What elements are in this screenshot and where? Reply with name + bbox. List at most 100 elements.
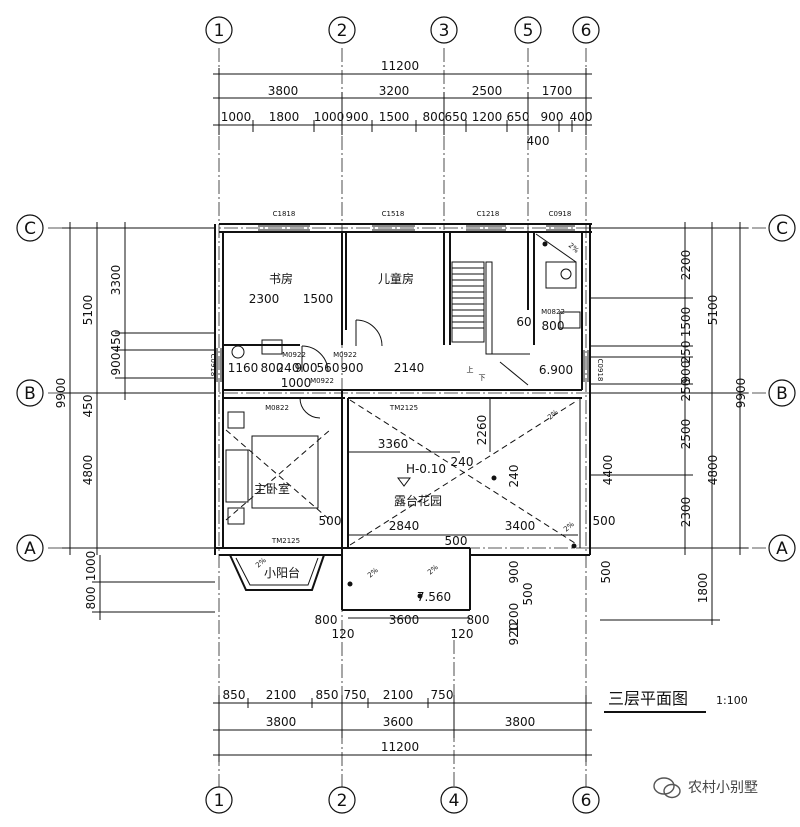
idim-120b: 120 [451, 627, 474, 641]
drain-points [347, 241, 577, 599]
idim-2300: 2300 [249, 292, 280, 306]
walls [214, 223, 592, 611]
dim-left-bottom-2: 800 [84, 587, 98, 610]
dim-right-inner-1: 2200 [679, 250, 693, 281]
dim-top-mid-1: 3800 [268, 84, 299, 98]
axis-bubbles-left [16, 214, 44, 562]
axis-top-6: 6 [581, 21, 592, 41]
dim-top-detail-1: 1000 [221, 110, 252, 124]
idim-row-3: 240 [277, 361, 300, 375]
idim-120a: 120 [332, 627, 355, 641]
axis-bottom-6: 6 [581, 791, 592, 811]
idim-800b: 800 [467, 613, 490, 627]
tag-door-4: M0822 [265, 404, 289, 412]
idim-500a: 500 [319, 514, 342, 528]
small-balcony-outline [229, 554, 325, 591]
axis-bottom-1: 1 [214, 791, 225, 811]
dim-right-inner-6: 2500 [679, 419, 693, 450]
axis-bubbles-bottom [205, 786, 600, 814]
idim-row-1: 1160 [228, 361, 259, 375]
slope-6: 2% [562, 520, 576, 533]
dim-bottom-detail-2: 2100 [266, 688, 297, 702]
dim-right-outer-1: 5100 [706, 295, 720, 326]
tag-window-4: C0918 [549, 210, 572, 218]
tag-window-3: C1218 [477, 210, 500, 218]
idim-500v: 500 [521, 583, 535, 606]
slope-4: 2% [366, 566, 380, 579]
dim-left-outer-1: 5100 [81, 295, 95, 326]
dim-right-total: 9900 [734, 378, 748, 409]
bathroom-fixtures [231, 233, 581, 359]
slope-5: 2% [426, 563, 440, 576]
idim-900: 900 [507, 561, 521, 584]
small-balcony-inner [235, 557, 319, 586]
tag-window-2: C1518 [382, 210, 405, 218]
dim-top-mid-3: 2500 [472, 84, 503, 98]
dim-right-inner-4: 900 [679, 361, 693, 384]
dim-top-detail-4: 900 [346, 110, 369, 124]
tag-door-6: TM2125 [389, 404, 418, 412]
level-garden: H-0.10 [406, 462, 446, 476]
dim-top-detail-6: 800 [423, 110, 446, 124]
room-garden: 露台花园 [394, 493, 442, 508]
left-dimension-lines [62, 222, 215, 620]
dim-right-inner-7: 2300 [679, 497, 693, 528]
dim-right-inner-2: 1500 [679, 307, 693, 338]
dim-bottom-detail-6: 750 [431, 688, 454, 702]
idim-3400: 3400 [505, 519, 536, 533]
idim-row-4: 900 [295, 361, 318, 375]
idim-920: 920 [507, 623, 521, 646]
tag-door-2: M0922 [333, 351, 357, 359]
dim-left-total: 9900 [54, 378, 68, 409]
dim-top-mid-2: 3200 [379, 84, 410, 98]
level-balcony: 7.560 [417, 590, 451, 604]
drawing-title: 三层平面图 [608, 689, 688, 708]
idim-500b: 500 [445, 534, 468, 548]
axis-top-5: 5 [523, 21, 534, 41]
top-dimension-lines [213, 68, 592, 135]
dim-top-detail-3: 1000 [314, 110, 345, 124]
tag-door-3: M0922 [310, 377, 334, 385]
dim-left-bottom-1: 1000 [84, 551, 98, 582]
dim-top-total: 11200 [381, 59, 419, 73]
dim-right-inner-3: 250 [679, 341, 693, 364]
garden-dashes [349, 399, 579, 546]
wechat-icon [653, 777, 681, 799]
dim-right-outer-2: 4800 [706, 455, 720, 486]
dim-top-mid-4: 1700 [542, 84, 573, 98]
idim-1000: 1000 [281, 376, 312, 390]
idim-2840: 2840 [389, 519, 420, 533]
axis-bottom-2: 2 [337, 791, 348, 811]
axis-bottom-4: 4 [449, 791, 460, 811]
dim-bottom-total: 11200 [381, 740, 419, 754]
axis-left-a: A [24, 539, 36, 559]
tag-window-6: C0918 [596, 359, 604, 382]
dim-right-inner-5: 250 [679, 379, 693, 402]
dim-top-detail-8: 1200 [472, 110, 503, 124]
tag-door-7: TM2125 [271, 537, 300, 545]
idim-240a: 240 [451, 455, 474, 469]
bedroom-furniture [225, 411, 331, 525]
room-master-bedroom: 主卧室 [254, 481, 290, 496]
staircase [451, 261, 530, 386]
idim-2140: 2140 [394, 361, 425, 375]
dim-bottom-detail-5: 2100 [383, 688, 414, 702]
watermark-text: 农村小别墅 [688, 780, 758, 796]
dim-bottom-detail-4: 750 [344, 688, 367, 702]
dim-top-detail-11: 400 [570, 110, 593, 124]
idim-500d: 500 [599, 561, 613, 584]
axis-right-b: B [776, 384, 788, 404]
dim-top-detail-10: 900 [541, 110, 564, 124]
dim-right-bottom: 1800 [696, 573, 710, 604]
axis-right-a: A [776, 539, 788, 559]
drawing-scale: 1:100 [716, 694, 748, 707]
level-stair: 6.900 [539, 363, 573, 377]
dim-bottom-mid-2: 3600 [383, 715, 414, 729]
idim-1200: 1200 [507, 603, 521, 634]
dim-top-extra: 400 [527, 134, 550, 148]
tag-window-5: C0918 [209, 354, 217, 377]
dim-top-detail-9: 650 [507, 110, 530, 124]
bottom-dimension-lines [213, 695, 592, 762]
axis-grid-lines [48, 48, 770, 795]
slope-1: 2% [567, 241, 581, 254]
